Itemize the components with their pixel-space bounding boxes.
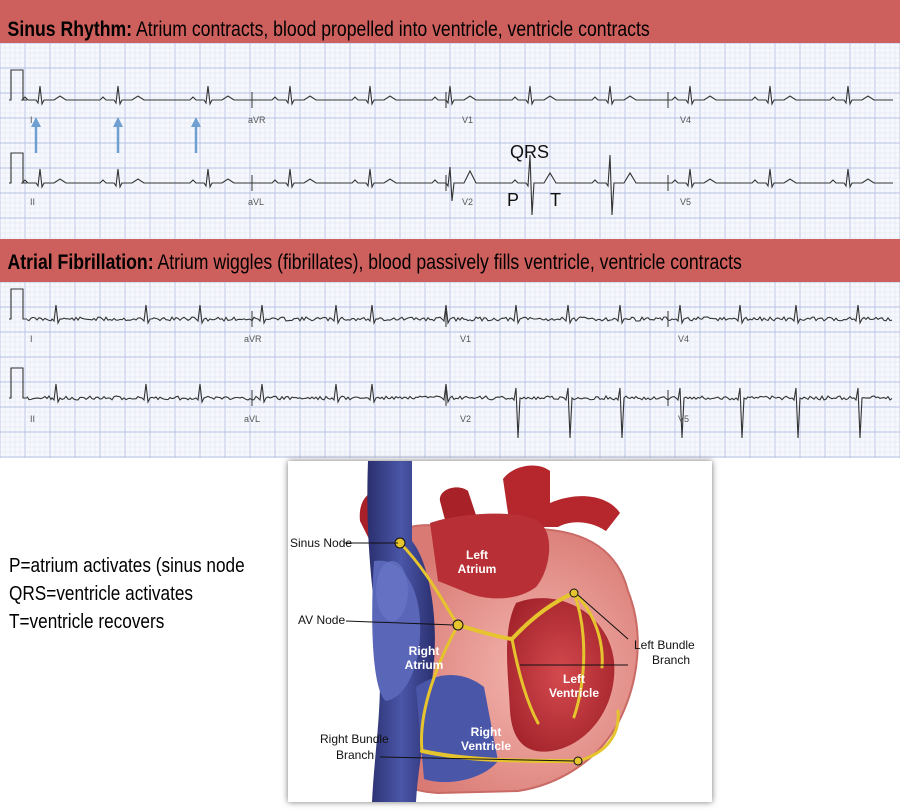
sinus-top-lead-label-avr: aVR <box>248 115 266 125</box>
sinus-top-lead-label-v1: V1 <box>462 115 473 125</box>
afib-bottom-lead-label-v5: V5 <box>678 414 689 424</box>
sinus-node-label: Sinus Node <box>290 536 352 550</box>
right-bundle-label-2: Branch <box>336 748 374 762</box>
left-ventricle-label-2: Ventricle <box>549 686 599 700</box>
afib-trace-top <box>26 304 893 325</box>
qrs-wave-label: QRS <box>510 142 549 162</box>
sinus-bottom-lead-label-v5: V5 <box>680 197 691 207</box>
p-wave-arrow-icon <box>31 117 41 153</box>
legend-qrs: QRS=ventricle activates <box>9 583 194 605</box>
sinus-rhythm-title: Sinus Rhythm: <box>7 18 133 41</box>
sinus-trace-bottom <box>20 154 893 216</box>
legend-p: P=atrium activates (sinus node <box>9 555 245 577</box>
afib-top-lead-label-v4: V4 <box>678 334 689 344</box>
afib-calibration-bottom <box>9 367 27 399</box>
afib-ecg-grid <box>0 282 900 458</box>
atrial-fibrillation-description: Atrium wiggles (fibrillates), blood pass… <box>153 251 742 274</box>
left-ventricle-label-1: Left <box>563 672 585 686</box>
right-ventricle-label-2: Ventricle <box>461 739 511 753</box>
right-atrium <box>367 461 435 802</box>
p-wave-label: P <box>507 190 519 210</box>
left-atrium-label-1: Left <box>466 548 488 562</box>
right-atrium-label-1: Right <box>409 644 440 658</box>
sinus-top-lead-label-i: I <box>30 115 33 125</box>
afib-calibration-top <box>9 288 27 320</box>
left-bundle-label-1: Left Bundle <box>634 638 695 652</box>
heart-conduction-diagram: Sinus Node AV Node Left Atrium Right Atr… <box>288 461 712 802</box>
right-atrium-label-2: Atrium <box>405 658 444 672</box>
afib-top-lead-label-i: I <box>30 334 33 344</box>
label-leaders <box>344 542 629 762</box>
afib-top-lead-label-avr: aVR <box>244 334 262 344</box>
legend-t: T=ventricle recovers <box>9 611 165 633</box>
sinus-rhythm-banner: Sinus Rhythm: Atrium contracts, blood pr… <box>0 0 900 43</box>
sinus-ecg-grid <box>0 43 900 239</box>
t-wave-label: T <box>550 190 561 210</box>
p-wave-arrow-icon <box>113 117 123 153</box>
sinus-rhythm-description: Atrium contracts, blood propelled into v… <box>132 18 650 41</box>
left-bundle-dot <box>569 588 579 598</box>
av-node-dot <box>452 619 464 631</box>
left-bundle-label-2: Branch <box>652 653 690 667</box>
atrial-fibrillation-banner: Atrial Fibrillation: Atrium wiggles (fib… <box>0 239 900 282</box>
afib-bottom-lead-label-ii: II <box>30 414 35 424</box>
left-atrium <box>430 513 550 599</box>
left-atrium-label-2: Atrium <box>458 562 497 576</box>
sinus-trace-top <box>20 85 893 106</box>
afib-bottom-lead-label-avl: aVL <box>244 414 260 424</box>
node-dots <box>394 537 583 766</box>
atrial-fibrillation-title: Atrial Fibrillation: <box>7 251 154 274</box>
sinus-bottom-lead-label-avl: aVL <box>248 197 264 207</box>
sinus-bottom-lead-label-v2: V2 <box>462 197 473 207</box>
right-ventricle-label-1: Right <box>471 725 502 739</box>
afib-top-lead-label-v1: V1 <box>460 334 471 344</box>
right-bundle-dot <box>573 756 583 766</box>
sinus-bottom-lead-label-ii: II <box>30 197 35 207</box>
p-wave-arrow-icon <box>191 117 201 153</box>
sinus-top-lead-label-v4: V4 <box>680 115 691 125</box>
afib-bottom-lead-label-v2: V2 <box>460 414 471 424</box>
av-node-label: AV Node <box>298 613 345 627</box>
wave-legend: P=atrium activates (sinus node QRS=ventr… <box>9 552 283 636</box>
afib-trace-bottom <box>26 383 893 439</box>
right-bundle-label-1: Right Bundle <box>320 732 389 746</box>
